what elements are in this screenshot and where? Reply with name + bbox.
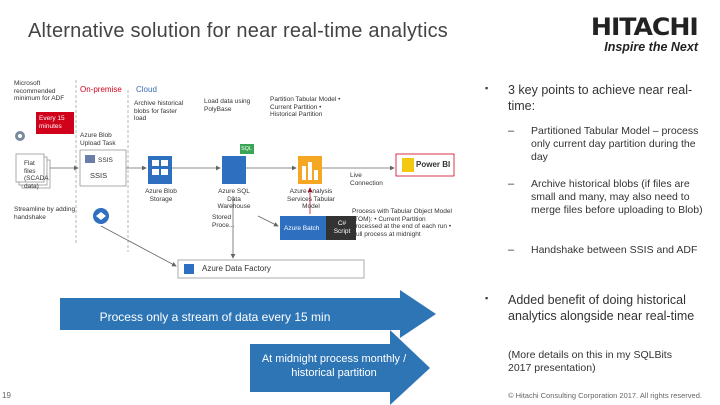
partition-note: Partition Tabular Model • Current Partit… xyxy=(270,96,341,118)
csharp-label: C# Script xyxy=(333,220,351,235)
sql-dw-icon xyxy=(222,156,246,184)
aas-label: Azure Analysis Services Tabular Model xyxy=(287,188,335,210)
ms-recommended-note: Microsoft recommended minimum for ADF xyxy=(14,80,65,102)
adf-icon xyxy=(184,264,194,274)
streamline-note: Streamline by adding handshake xyxy=(14,206,76,221)
azure-batch-label: Azure Batch xyxy=(284,225,320,232)
stream-arrow-label: Process only a stream of data every 15 m… xyxy=(99,310,331,324)
csharp-script-box xyxy=(326,216,356,240)
sql-dw-label: Azure SQL Data Warehouse xyxy=(217,188,251,210)
stream-arrow xyxy=(60,290,436,338)
sql-badge-label: SQL xyxy=(241,146,253,152)
adf-bar xyxy=(177,259,365,279)
process-note: Process with Tabular Object Model (TOM):… xyxy=(352,208,452,238)
sub-bullet-marker: – xyxy=(508,125,515,137)
power-bi-icon xyxy=(402,158,414,172)
archive-note: Archive historical blobs for faster load xyxy=(134,100,184,122)
stored-proc-label: Stored Proce... xyxy=(212,214,235,229)
midnight-arrow-label: At midnight process monthly / historical… xyxy=(261,353,407,379)
architecture-diagram: Microsoft recommended minimum for ADF On… xyxy=(8,76,470,286)
every15-box xyxy=(36,112,74,134)
every15-label: Every 15 minutes xyxy=(39,115,65,130)
sub-bullet-marker: – xyxy=(508,244,515,256)
sub-bullet-3: Handshake between SSIS and ADF xyxy=(531,244,698,256)
sub-bullet-1: Partitioned Tabular Model – process only… xyxy=(531,125,699,163)
slide-title: Alternative solution for near real-time … xyxy=(28,20,448,42)
blob-storage-label: Azure Blob Storage xyxy=(145,188,177,203)
ssis-label: SSIS xyxy=(90,171,108,180)
blob-storage-icon xyxy=(148,156,172,184)
details-note: (More details on this in my SQLBits 2017… xyxy=(508,349,672,374)
hitachi-logo: HITACHI Inspire the Next xyxy=(591,14,699,54)
logo-tagline: Inspire the Next xyxy=(604,40,698,54)
bullet-marker: ▪ xyxy=(485,83,489,93)
azure-batch-box xyxy=(280,216,326,240)
cloud-label: Cloud xyxy=(136,85,157,94)
adf-label: Azure Data Factory xyxy=(202,264,271,273)
live-connection-label: Live Connection xyxy=(350,172,383,187)
logo-wordmark: HITACHI xyxy=(591,13,699,41)
copyright-footer: © Hitachi Consulting Corporation 2017. A… xyxy=(508,391,702,400)
page-number: 19 xyxy=(2,391,11,400)
load-data-note: Load data using PolyBase xyxy=(204,98,251,113)
sub-bullet-2: Archive historical blobs (if files are s… xyxy=(531,178,703,216)
bullet-marker: ▪ xyxy=(485,293,489,303)
sql-badge xyxy=(240,144,254,154)
flat-files-label: Flat files (SCADA data) xyxy=(24,160,49,190)
ssis-icon xyxy=(85,155,95,163)
power-bi-label: Power BI xyxy=(416,160,451,169)
bullet-1: 3 key points to achieve near real-time: xyxy=(508,83,693,113)
blob-upload-task-label: Azure Blob Upload Task xyxy=(80,132,116,147)
ssis-icon-label: SSIS xyxy=(98,157,113,164)
sub-bullet-marker: – xyxy=(508,178,515,190)
diagram-canvas xyxy=(15,80,455,279)
midnight-arrow xyxy=(250,330,430,405)
bullet-2: Added benefit of doing historical analyt… xyxy=(508,293,695,323)
on-premise-label: On-premise xyxy=(80,85,122,94)
